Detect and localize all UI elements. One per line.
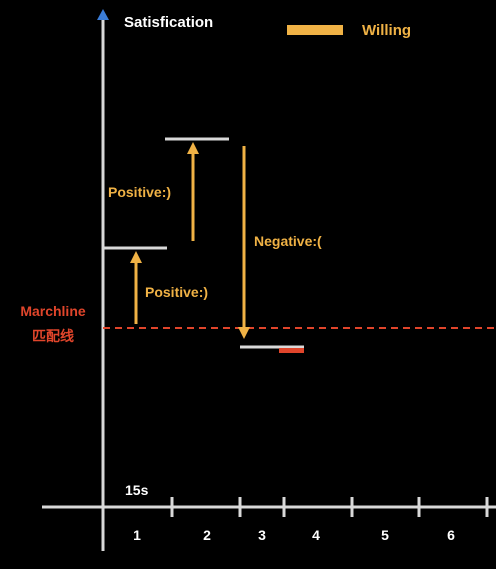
positive-arrow-2-up-icon: [187, 142, 199, 154]
x-tick-label: 6: [447, 527, 455, 543]
positive-arrow-1-up-icon: [130, 251, 142, 263]
x-tick-label: 4: [312, 527, 320, 543]
legend-label: Willing: [362, 22, 411, 39]
marchline-label-en: Marchline: [20, 303, 86, 319]
x-tick-label: 5: [381, 527, 389, 543]
positive-label-2: Positive:): [108, 184, 171, 200]
y-axis-title: Satisfication: [124, 14, 213, 31]
time-label: 15s: [125, 482, 149, 498]
legend-swatch: [287, 25, 343, 35]
willing-marker: [279, 348, 304, 353]
positive-label-1: Positive:): [145, 284, 208, 300]
marchline-label-cn: 匹配线: [32, 328, 74, 345]
y-axis-arrowhead-icon: [97, 9, 109, 20]
x-tick-label: 1: [133, 527, 141, 543]
negative-label: Negative:(: [254, 233, 322, 249]
x-tick-label: 3: [258, 527, 266, 543]
x-tick-label: 2: [203, 527, 211, 543]
negative-arrow-down-icon: [238, 327, 250, 339]
